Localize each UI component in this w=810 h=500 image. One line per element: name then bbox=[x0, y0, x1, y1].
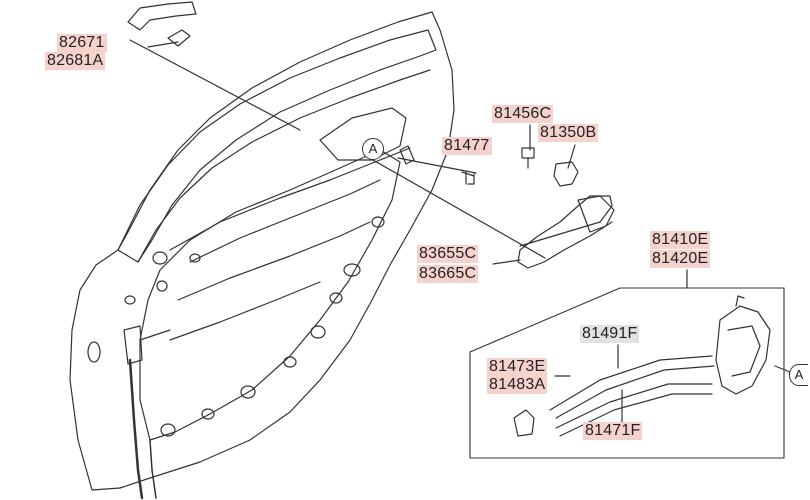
outside-handle-grip bbox=[577, 195, 615, 233]
panel-hole bbox=[160, 423, 176, 437]
part-label-81350b: 81350B bbox=[538, 124, 599, 142]
cable-81471f bbox=[555, 383, 713, 429]
lock-assembly-box bbox=[469, 287, 785, 459]
inner-panel bbox=[139, 149, 401, 441]
leader-line bbox=[129, 39, 301, 131]
inner-panel-ridge-2 bbox=[177, 221, 371, 301]
screw-81477-shank bbox=[461, 171, 475, 185]
panel-hole bbox=[189, 253, 201, 263]
handle-cover-part bbox=[127, 1, 197, 31]
part-label-81420e: 81420E bbox=[650, 250, 711, 268]
window-frame-inner bbox=[137, 69, 431, 263]
cable-81491f-2 bbox=[555, 365, 715, 419]
lock-latch-lever bbox=[735, 295, 745, 307]
panel-hole bbox=[201, 408, 215, 420]
panel-hole bbox=[124, 295, 136, 305]
part-label-81477: 81477 bbox=[442, 137, 492, 155]
leader-line bbox=[372, 159, 546, 259]
panel-hole bbox=[240, 385, 256, 399]
panel-hole bbox=[310, 325, 326, 339]
leader-line bbox=[147, 41, 179, 48]
panel-hole bbox=[343, 263, 361, 277]
part-label-81473e: 81473E bbox=[487, 358, 548, 376]
handle-cover-small-part bbox=[167, 29, 191, 47]
callout-a-box: A bbox=[789, 364, 808, 386]
door-lock-actuator-detail bbox=[727, 325, 761, 377]
part-label-81456c: 81456C bbox=[492, 105, 554, 123]
window-frame bbox=[117, 29, 437, 263]
screw-81477 bbox=[399, 145, 415, 165]
panel-hole bbox=[87, 341, 101, 363]
panel-hole bbox=[329, 292, 343, 304]
leader-line bbox=[774, 365, 791, 373]
panel-hole bbox=[152, 251, 168, 265]
hinge-bracket bbox=[123, 325, 143, 365]
part-label-81471f: 81471F bbox=[583, 422, 643, 440]
inner-panel-ridge bbox=[189, 179, 381, 263]
part-label-81483a: 81483A bbox=[487, 376, 548, 394]
belt-line bbox=[169, 147, 411, 251]
part-label-81410e: 81410E bbox=[650, 231, 711, 249]
wiring-harness-2 bbox=[149, 439, 157, 499]
door-check-strap bbox=[139, 329, 171, 341]
door-latch-region bbox=[319, 107, 407, 161]
part-label-82671: 82671 bbox=[57, 34, 107, 52]
wiring-harness bbox=[128, 358, 144, 500]
callout-a-door: A bbox=[362, 138, 384, 160]
inner-panel-ridge-3 bbox=[169, 281, 321, 341]
cable-81491f bbox=[549, 355, 713, 411]
door-lock-actuator bbox=[715, 305, 771, 395]
part-label-83665c: 83665C bbox=[417, 265, 479, 283]
door-shell-outline bbox=[69, 11, 455, 491]
part-label-82681a: 82681A bbox=[45, 52, 106, 70]
screw-81456c bbox=[521, 147, 535, 169]
outside-handle-part bbox=[517, 195, 613, 269]
leader-line bbox=[567, 144, 576, 169]
panel-hole bbox=[371, 216, 385, 228]
part-label-83655c: 83655C bbox=[417, 245, 479, 263]
clip-81350b bbox=[553, 161, 579, 187]
part-label-81491f: 81491F bbox=[580, 325, 640, 343]
panel-hole bbox=[156, 280, 168, 292]
inside-handle-part bbox=[513, 409, 535, 437]
panel-hole bbox=[283, 356, 297, 368]
leader-line bbox=[397, 157, 477, 174]
leader-line bbox=[492, 259, 521, 265]
